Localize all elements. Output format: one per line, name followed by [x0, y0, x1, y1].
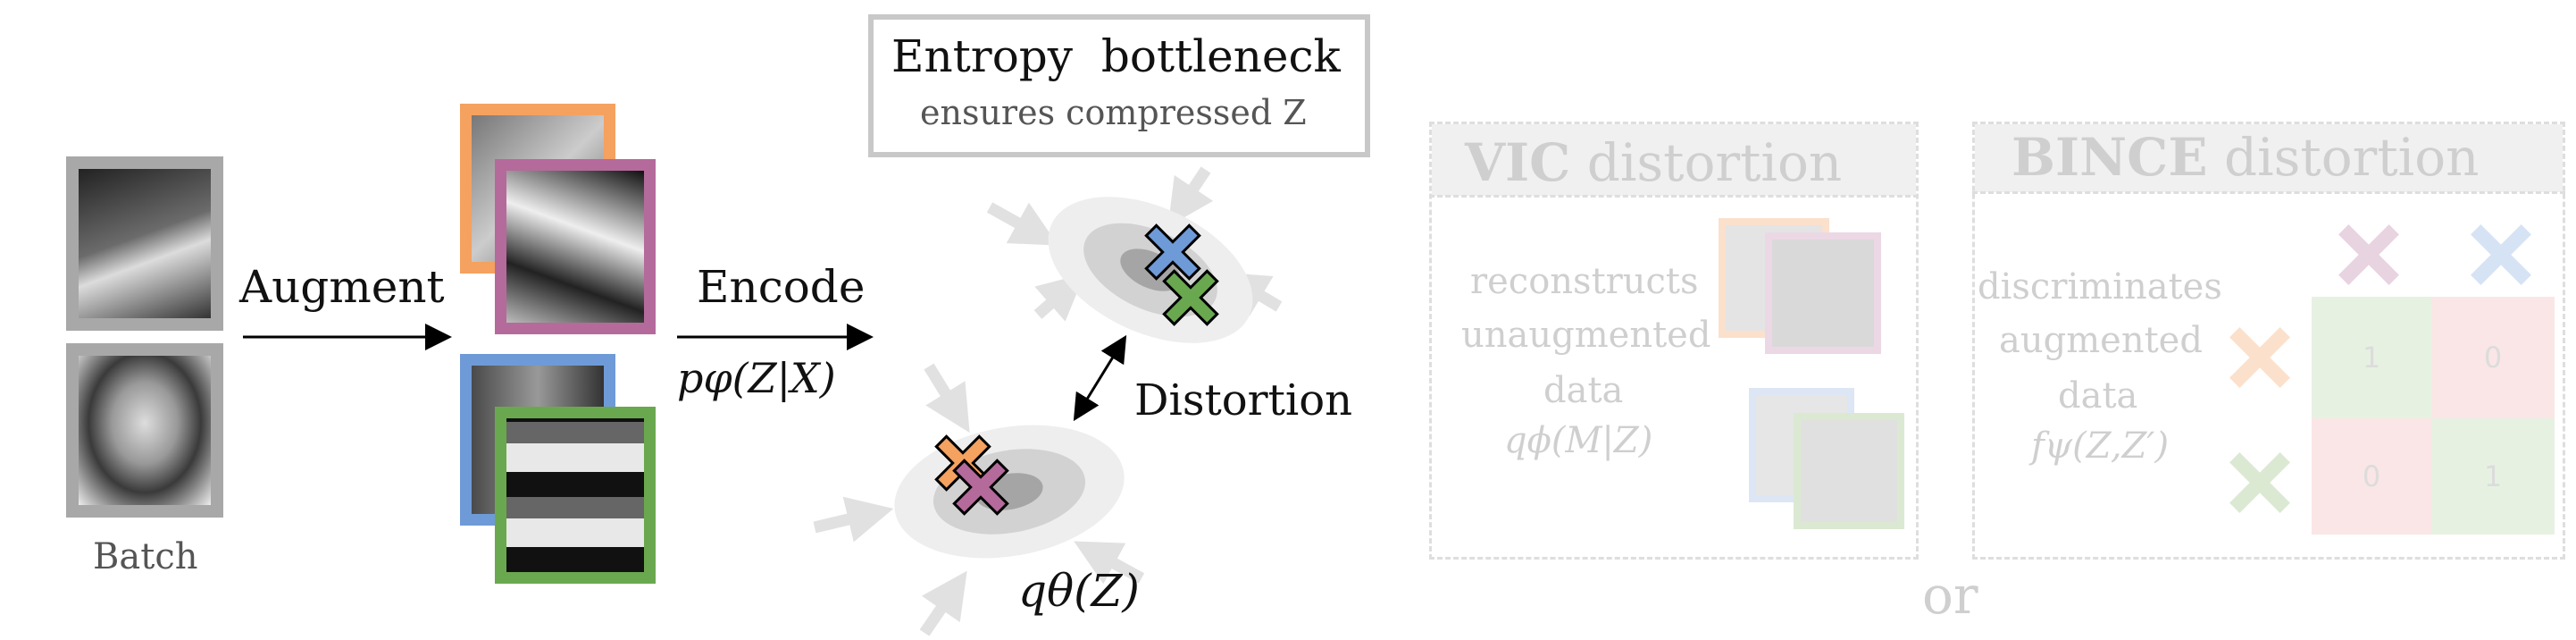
vic-title-rest: distortion	[1570, 132, 1843, 193]
bince-matrix-cell-1-0: 0	[2312, 418, 2431, 535]
vic-line-3: data	[1543, 370, 1624, 411]
vic-line-2: unaugmented	[1461, 315, 1711, 356]
bince-title-rest: distortion	[2207, 127, 2480, 188]
bince-title: BINCE distortion	[2011, 127, 2480, 188]
vic-distortion-panel	[1429, 122, 1919, 560]
bince-title-band	[1975, 124, 2563, 192]
cross-icon-faded-green	[2229, 452, 2290, 513]
cross-icon-faded-purple	[2338, 224, 2399, 285]
augment-label: Augment	[239, 261, 445, 313]
distortion-label: Distortion	[1134, 375, 1353, 425]
vic-image-purple	[1765, 232, 1881, 354]
distortion-arrow	[1073, 334, 1127, 422]
bince-line-3: data	[2058, 375, 2138, 417]
prior-formula: qθ(Z)	[1018, 565, 1140, 617]
vic-image-green	[1794, 413, 1904, 529]
bince-line-2: augmented	[1999, 320, 2203, 361]
augmented-image-purple	[495, 159, 656, 334]
bince-line-1: discriminates	[1978, 266, 2222, 307]
batch-label: Batch	[93, 536, 198, 577]
augmented-image-green	[495, 407, 656, 584]
vic-title-band	[1432, 124, 1916, 196]
bince-formula: fψ(Z,Z′)	[2031, 425, 2170, 467]
or-label: or	[1922, 565, 1978, 626]
cross-icon-faded-blue	[2471, 224, 2531, 285]
entropy-bottleneck-subtitle: ensures compressed Z	[920, 93, 1307, 132]
vic-title: VIC distortion	[1465, 132, 1842, 193]
bince-title-bold: BINCE	[2011, 127, 2208, 188]
batch-image-man	[66, 156, 223, 331]
encoder-formula: pφ(Z|X)	[677, 354, 836, 402]
cross-icon-blue	[1144, 223, 1201, 281]
bince-matrix-cell-0-1: 0	[2431, 297, 2555, 418]
batch-image-woman	[66, 343, 223, 518]
compression-arrows-bottom	[813, 363, 1145, 636]
bince-distortion-panel	[1972, 122, 2565, 560]
bince-matrix-cell-1-1: 1	[2431, 418, 2555, 535]
vic-title-bold: VIC	[1465, 132, 1571, 193]
cross-icon-faded-orange	[2229, 327, 2290, 388]
cross-icon-green	[1162, 269, 1219, 326]
entropy-bottleneck-box	[868, 14, 1370, 157]
bince-matrix-cell-0-0: 1	[2312, 297, 2431, 418]
cross-icon-purple	[952, 459, 1009, 516]
entropy-bottleneck-title: Entropy bottleneck	[891, 30, 1341, 82]
vic-formula: qϕ(M|Z)	[1504, 420, 1653, 461]
vic-line-1: reconstructs	[1470, 261, 1699, 302]
encode-label: Encode	[697, 261, 866, 313]
